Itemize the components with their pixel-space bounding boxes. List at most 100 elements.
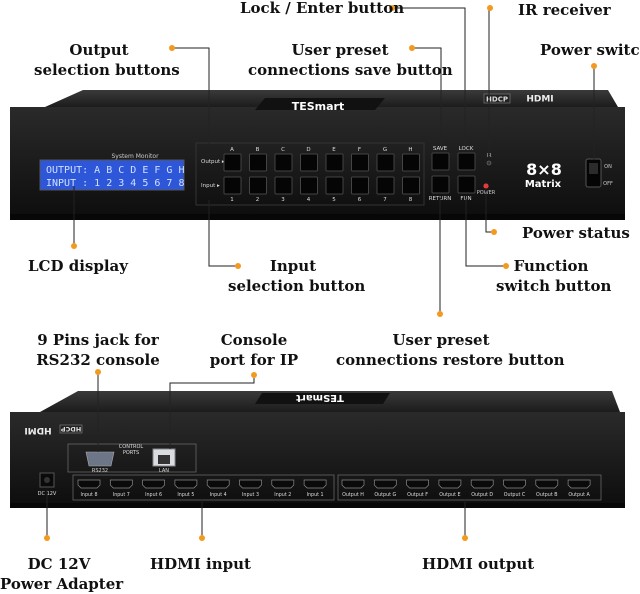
leader-output-buttons: [172, 47, 210, 145]
hdmi-input-port-7[interactable]: [271, 479, 295, 489]
power-switch-rocker: [589, 163, 598, 174]
hdmi-output-port-6[interactable]: [503, 479, 526, 489]
dot-ir: [487, 5, 493, 11]
hdmi-input-port-label-1: Input 8: [81, 492, 98, 498]
output-button-A[interactable]: [223, 153, 242, 172]
input-number-8: 8: [409, 197, 413, 203]
dot-hdmi-output: [462, 535, 468, 541]
label-power-switch: Power switch: [540, 41, 640, 59]
label-lcd-display: LCD display: [28, 257, 128, 275]
input-button-4[interactable]: [300, 176, 318, 195]
dot-function: [503, 263, 509, 269]
label-hdmi-output: HDMI output: [422, 555, 535, 573]
lan-label: LAN: [159, 468, 169, 474]
input-button-2[interactable]: [249, 176, 267, 195]
hdmi-input-port-label-5: Input 4: [210, 492, 227, 498]
output-letter-E: E: [332, 147, 336, 153]
input-button-1[interactable]: [223, 176, 242, 195]
dot-lock: [389, 5, 395, 11]
lock-enter-button[interactable]: [457, 152, 476, 171]
leader-console: [169, 375, 255, 449]
output-row-label: Output ▸: [201, 159, 225, 165]
leader-dots: [44, 5, 597, 541]
leader-save: [412, 47, 442, 145]
output-letter-F: F: [358, 147, 361, 153]
function-button[interactable]: [457, 175, 476, 194]
lcd-title: System Monitor: [111, 153, 159, 160]
front-panel-unit: TESmart HDCP HDMI System Monitor OUTPUT:…: [10, 90, 625, 220]
hdmi-input-port-label-4: Input 5: [177, 492, 194, 498]
dot-hdmi-input: [199, 535, 205, 541]
input-button-5[interactable]: [325, 176, 344, 195]
output-button-F[interactable]: [351, 153, 369, 172]
hdmi-output-port-7[interactable]: [535, 479, 559, 489]
hdmi-input-port-8[interactable]: [303, 479, 327, 489]
power-status-led: [483, 183, 489, 189]
hdmi-output-port-label-3: Output F: [407, 492, 428, 498]
input-button-6[interactable]: [351, 176, 369, 195]
output-button-E[interactable]: [325, 153, 344, 172]
hdmi-output-port-8[interactable]: [567, 479, 591, 489]
rs232-port[interactable]: [85, 451, 115, 467]
hdmi-output-port-3[interactable]: [406, 479, 429, 489]
hdmi-output-port-label-1: Output H: [342, 492, 364, 498]
leader-lines: [46, 7, 595, 538]
hdmi-output-port-label-8: Output A: [568, 492, 590, 498]
leader-input-buttons: [208, 200, 238, 267]
lcd-screen: [39, 159, 185, 191]
leader-function: [465, 198, 506, 267]
input-button-3[interactable]: [274, 176, 293, 195]
label-power-status: Power status: [522, 224, 630, 242]
hdmi-output-port-5[interactable]: [470, 479, 494, 489]
input-button-8[interactable]: [402, 176, 420, 195]
dot-input-buttons: [235, 263, 241, 269]
input-number-3: 3: [281, 197, 285, 203]
output-button-B[interactable]: [249, 153, 267, 172]
rs232-label: RS232: [92, 468, 108, 474]
front-hdcp-badge: [483, 93, 511, 104]
hdmi-input-port-6[interactable]: [239, 479, 262, 489]
hdmi-input-port-label-7: Input 2: [274, 492, 291, 498]
control-ports-label-2: PORTS: [123, 450, 139, 456]
back-hdcp-badge: [59, 424, 83, 434]
output-button-C[interactable]: [274, 153, 293, 172]
hdmi-input-port-5[interactable]: [206, 479, 230, 489]
hdmi-input-port-label-2: Input 7: [113, 492, 130, 498]
output-button-H[interactable]: [402, 153, 420, 172]
hdmi-output-port-4[interactable]: [438, 479, 462, 489]
back-logo-plate: [255, 393, 390, 404]
input-number-2: 2: [256, 197, 260, 203]
hdmi-output-port-2[interactable]: [373, 479, 397, 489]
hdmi-output-port-label-7: Output B: [536, 492, 557, 498]
hdmi-input-port-4[interactable]: [174, 479, 198, 489]
hdmi-output-port-1[interactable]: [341, 479, 365, 489]
dot-restore: [437, 311, 443, 317]
return-button[interactable]: [431, 175, 450, 194]
output-letter-D: D: [306, 147, 310, 153]
output-letter-A: A: [230, 147, 234, 153]
front-hdmi-badge-text: HDMI: [526, 95, 553, 105]
hdmi-input-port-2[interactable]: [109, 479, 133, 489]
hdmi-output-group: [337, 474, 602, 501]
hdmi-input-port-3[interactable]: [142, 479, 165, 489]
input-number-4: 4: [307, 197, 311, 203]
hdmi-input-port-1[interactable]: [77, 479, 101, 489]
output-button-D[interactable]: [300, 153, 318, 172]
label-ir-receiver: IR receiver: [518, 1, 611, 19]
label-lock-enter: Lock / Enter button: [240, 0, 405, 17]
back-unit-bottom-edge: [10, 503, 625, 508]
save-label: SAVE: [433, 146, 448, 152]
save-button[interactable]: [431, 152, 450, 171]
input-button-7[interactable]: [376, 176, 395, 195]
back-hdcp-badge-text: HDCP: [61, 425, 82, 433]
output-button-G[interactable]: [376, 153, 395, 172]
